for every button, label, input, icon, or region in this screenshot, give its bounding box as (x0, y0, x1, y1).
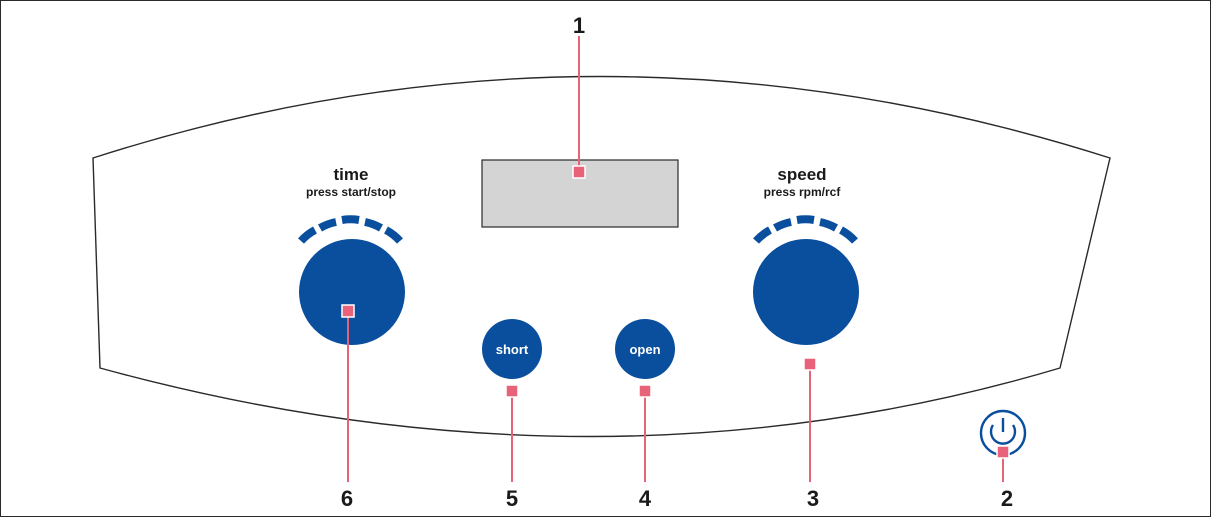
short-button-label: short (496, 342, 529, 357)
callout-marker-3 (803, 357, 817, 371)
open-button-label: open (629, 342, 660, 357)
callout-marker-4 (638, 384, 652, 398)
callout-number-3: 3 (807, 486, 819, 511)
time-knob[interactable] (299, 239, 405, 345)
speed-knob[interactable] (753, 239, 859, 345)
callout-marker-1 (572, 165, 586, 179)
open-button-group: open (615, 319, 675, 379)
callout-marker-5 (505, 384, 519, 398)
short-button-group: short (482, 319, 542, 379)
time-knob-subtitle: press start/stop (306, 185, 396, 199)
speed-knob-subtitle: press rpm/rcf (764, 185, 842, 199)
time-knob-indicator-arc (298, 215, 403, 244)
speed-knob-title: speed (777, 165, 826, 184)
speed-knob-indicator-arc (753, 215, 858, 244)
callout-marker-2 (996, 445, 1010, 459)
panel-outline (92, 75, 1111, 438)
callout-number-6: 6 (341, 486, 353, 511)
speed-knob-group: speed press rpm/rcf (753, 165, 859, 345)
short-button[interactable] (482, 319, 542, 379)
callout-number-2: 2 (1001, 486, 1013, 511)
time-knob-title: time (334, 165, 369, 184)
open-button[interactable] (615, 319, 675, 379)
callout-marker-6 (341, 304, 355, 318)
callout-number-5: 5 (506, 486, 518, 511)
callout-number-4: 4 (639, 486, 652, 511)
callout-number-1: 1 (573, 13, 585, 38)
time-knob-group: time press start/stop (298, 165, 405, 345)
